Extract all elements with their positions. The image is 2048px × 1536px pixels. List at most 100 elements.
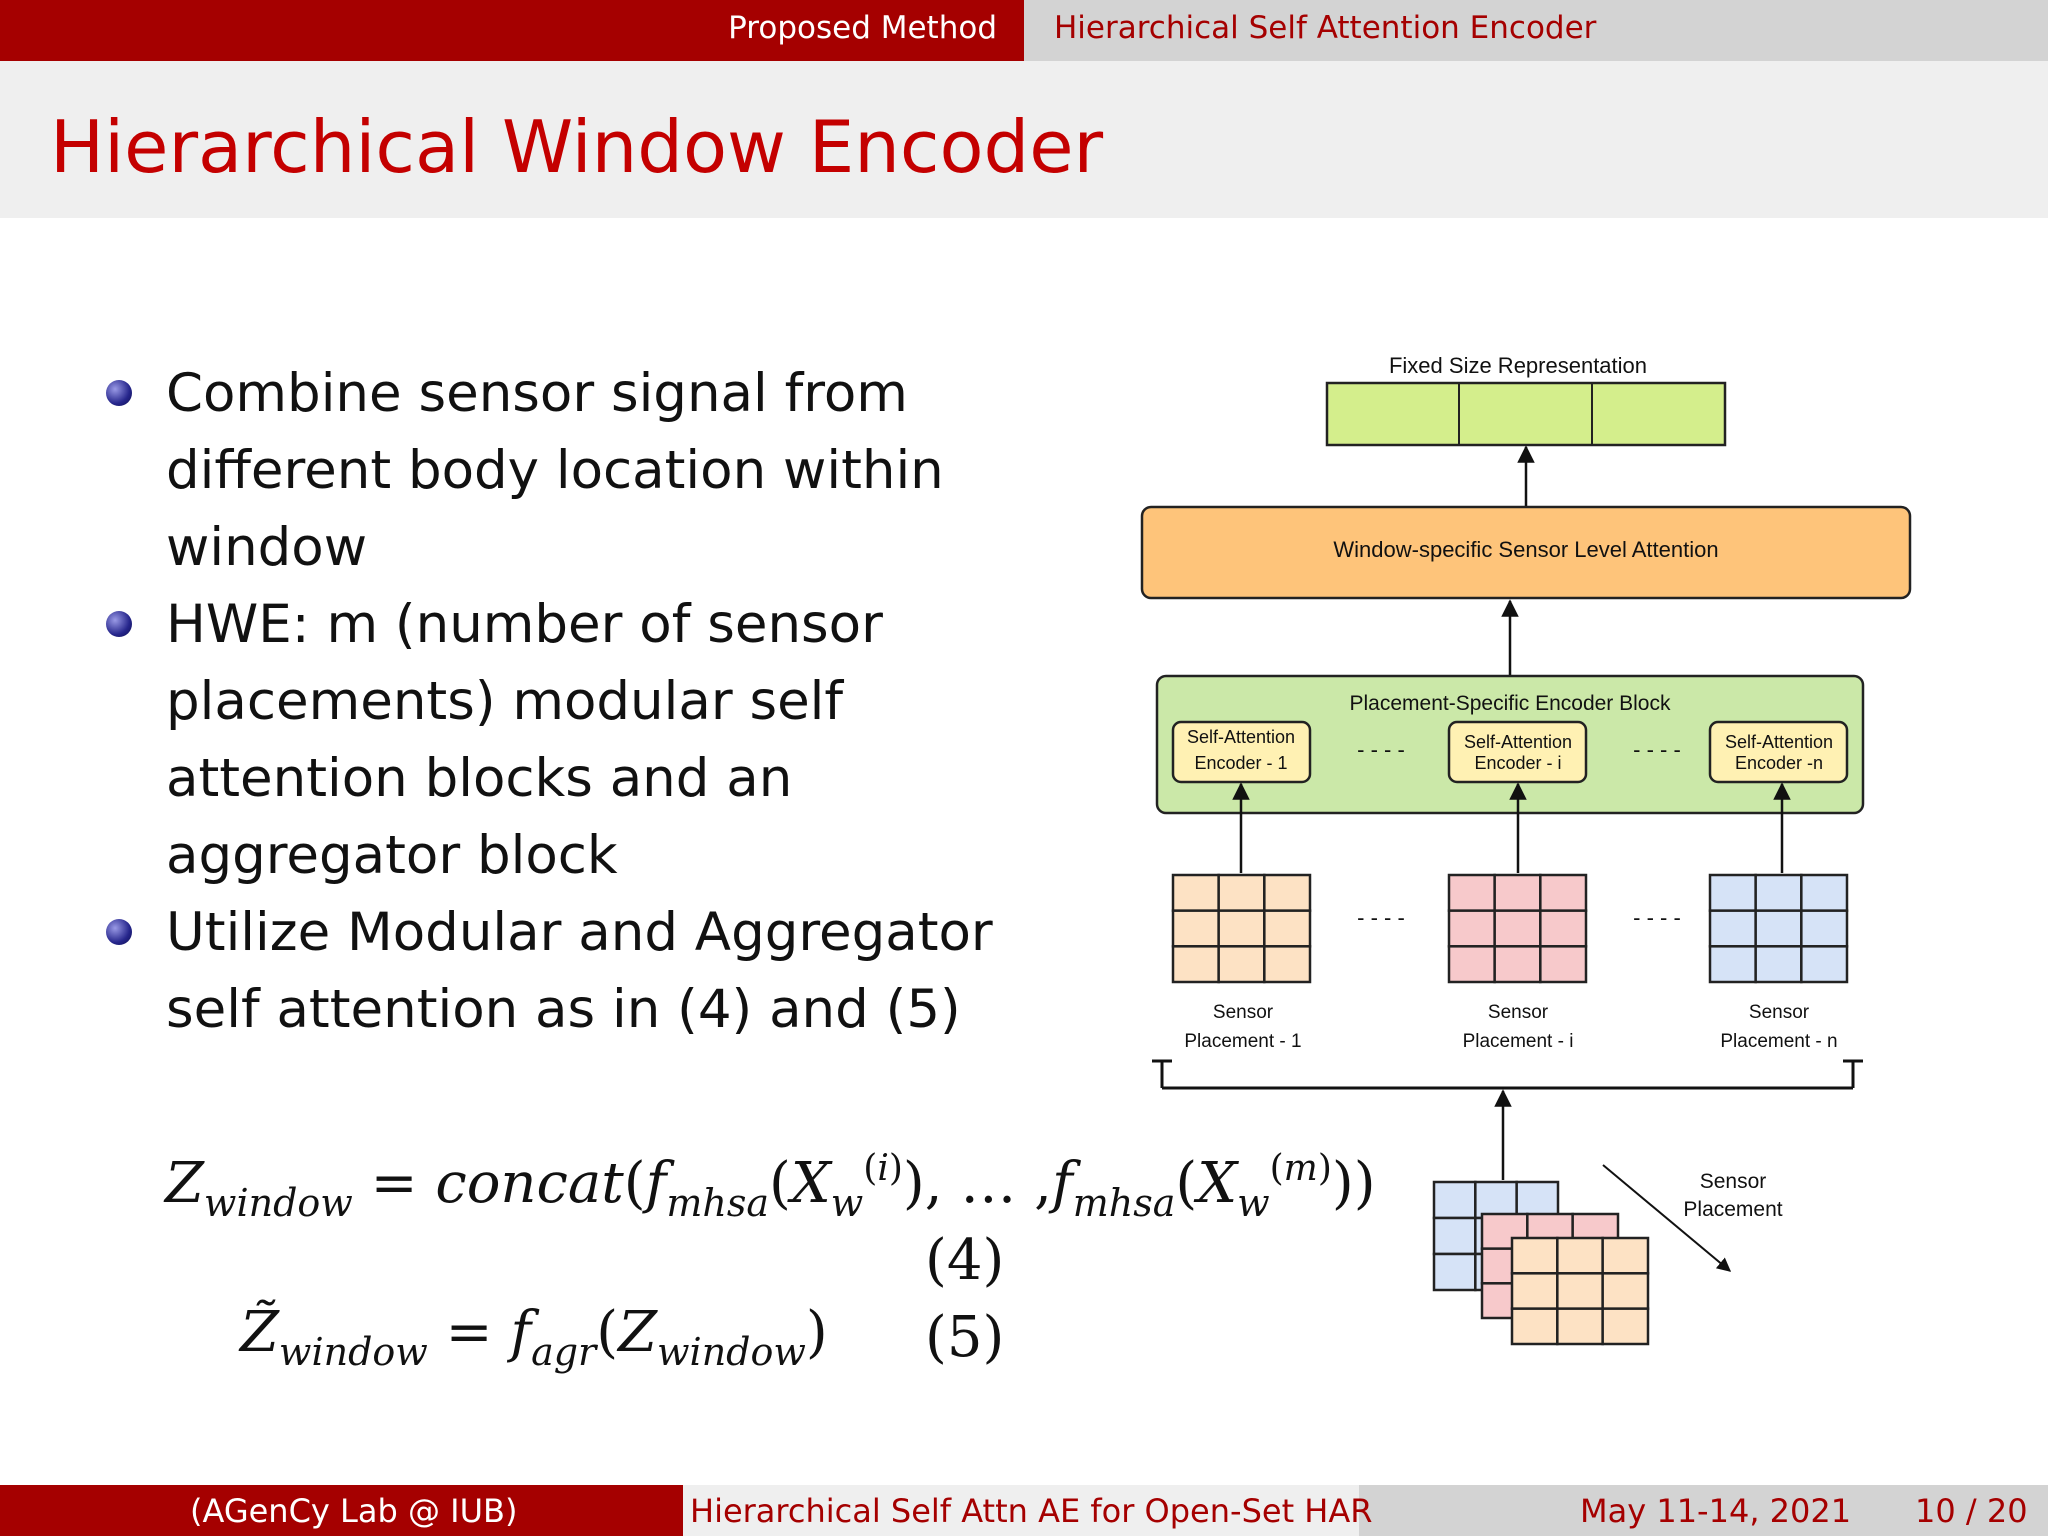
encoder-1-line1: Self-Attention [1187,727,1295,747]
encoder-i-line2: Encoder - i [1474,753,1561,773]
bullet-icon [106,380,132,406]
slide-title: Hierarchical Window Encoder [50,105,1104,189]
ellipsis: - - - - [1357,737,1405,762]
grid-cell [1432,1216,1477,1256]
grid-cell [1474,1180,1518,1220]
placement-1-line1: Sensor [1213,1002,1274,1023]
grid-cell [1171,873,1220,912]
grid-cell [1556,1236,1604,1275]
ellipsis: - - - - [1633,737,1681,762]
placement-n-line2: Placement - n [1720,1031,1837,1052]
ellipsis: - - - - [1357,905,1405,930]
placement-i-line1: Sensor [1488,1002,1549,1023]
grid-cell [1754,909,1803,948]
grid-cell [1493,945,1542,984]
bullet-text: HWE: m (number of sensor placements) mod… [166,594,883,886]
footer-page-number[interactable]: 10 / 20 [1915,1492,2028,1530]
grid-cell [1800,909,1849,948]
split-bracket [1152,1059,1863,1090]
footer-author-area [0,1485,683,1536]
grid-cell [1493,873,1542,912]
grid-cell [1447,945,1496,984]
grid-cell [1708,909,1757,948]
input-label-line2: Placement [1683,1198,1782,1221]
footer-bar: (AGenCy Lab @ IUB) Hierarchical Self Att… [0,1485,2048,1536]
footer-date: May 11-14, 2021 [1580,1492,1852,1530]
grid-cell [1708,873,1757,912]
grid-cell [1539,873,1588,912]
grid-cell [1171,945,1220,984]
encoder-n-line1: Self-Attention [1725,732,1833,752]
grid-cell [1556,1307,1604,1346]
header-bar: Proposed Method Hierarchical Self Attent… [0,0,2048,61]
bullet-list: Combine sensor signal from different bod… [100,355,1020,1048]
output-vector [1325,381,1727,447]
equation-4: Zwindow = concat(fmhsa(Xw(i)), … ,fmhsa(… [165,1148,1376,1225]
bullet-text: Utilize Modular and Aggregator self atte… [166,902,993,1040]
grid-cell [1601,1307,1650,1346]
grid-cell [1217,873,1266,912]
footer-author: (AGenCy Lab @ IUB) [190,1492,518,1530]
header-section-area [0,0,1024,61]
grid-cell [1432,1252,1477,1292]
grid-cell [1263,945,1312,984]
placement-grid-1 [1171,873,1312,984]
grid-cell [1447,909,1496,948]
grid-cell [1708,945,1757,984]
grid-cell [1539,909,1588,948]
grid-cell [1263,873,1312,912]
output-label: Fixed Size Representation [1389,353,1647,378]
encoder-n: Self-Attention Encoder -n [1708,720,1849,784]
encoder-i-line1: Self-Attention [1464,732,1572,752]
grid-cell [1601,1236,1650,1275]
bullet-icon [106,611,132,637]
grid-cell [1171,909,1220,948]
grid-cell [1510,1307,1559,1346]
grid-cell [1800,945,1849,984]
grid-cell [1493,909,1542,948]
title-bar: Hierarchical Window Encoder [0,61,2048,218]
placement-grid-i [1447,873,1588,984]
grid-cell [1447,873,1496,912]
equation-5-number: (5) [925,1305,1005,1370]
grid-cell [1800,873,1849,912]
header-section[interactable]: Proposed Method [728,10,997,46]
aggregator-label: Window-specific Sensor Level Attention [1333,537,1718,562]
bullet-item: Combine sensor signal from different bod… [100,355,1020,586]
equation-4-number: (4) [925,1228,1005,1293]
arrow [1602,1164,1732,1272]
aggregator-block [1140,505,1912,600]
placement-grid-n [1708,873,1849,984]
bullet-item: HWE: m (number of sensor placements) mod… [100,586,1020,894]
encoder-i: Self-Attention Encoder - i [1447,720,1588,784]
bullet-text: Combine sensor signal from different bod… [166,363,944,578]
input-stack-grid-1 [1510,1236,1650,1346]
grid-cell [1754,945,1803,984]
grid-cell [1263,909,1312,948]
grid-cell [1601,1272,1650,1310]
equation-5: Z̃window = fagr(Zwindow) [240,1300,828,1374]
grid-cell [1510,1272,1559,1310]
bullet-icon [106,919,132,945]
ellipsis: - - - - [1633,905,1681,930]
grid-cell [1539,945,1588,984]
grid-cell [1754,873,1803,912]
grid-cell [1510,1236,1559,1275]
header-subsection[interactable]: Hierarchical Self Attention Encoder [1054,10,1597,46]
grid-cell [1556,1272,1604,1310]
grid-cell [1515,1180,1560,1220]
grid-cell [1217,945,1266,984]
footer-title-area [683,1485,1359,1536]
placement-1-line2: Placement - 1 [1184,1031,1301,1052]
input-label-line1: Sensor [1700,1170,1767,1193]
encoder-n-line2: Encoder -n [1735,753,1823,773]
encoder-1-line2: Encoder - 1 [1194,753,1287,773]
placement-n-line1: Sensor [1749,1002,1810,1023]
grid-cell [1432,1180,1477,1220]
encoder-1: Self-Attention Encoder - 1 [1171,720,1312,784]
footer-talk-title: Hierarchical Self Attn AE for Open-Set H… [690,1492,1373,1530]
block-label: Placement-Specific Encoder Block [1350,692,1671,715]
placement-i-line2: Placement - i [1463,1031,1574,1052]
bullet-item: Utilize Modular and Aggregator self atte… [100,894,1020,1048]
